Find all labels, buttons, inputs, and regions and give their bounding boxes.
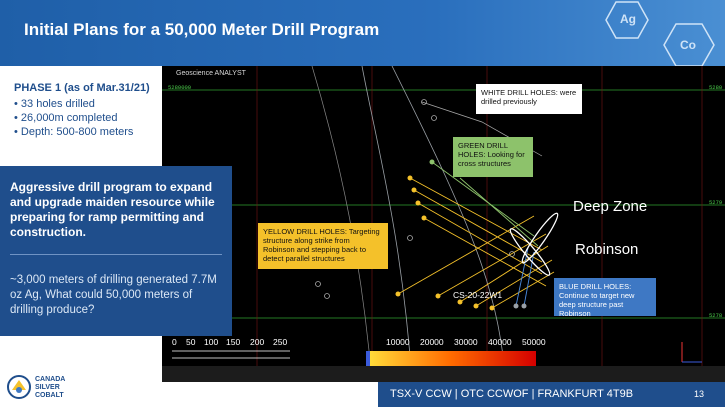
ag-hexagon-icon xyxy=(605,1,649,39)
scale-tick: 0 xyxy=(172,337,177,347)
panel-headline: Aggressive drill program to expand and u… xyxy=(10,180,215,239)
ticker-info: TSX-V CCW | OTC CCWOF | FRANKFURT 4T9B xyxy=(390,388,634,400)
hole-label: CS-20-22W1 xyxy=(453,290,503,300)
robinson-label: Robinson xyxy=(575,241,639,258)
header-banner: Initial Plans for a 50,000 Meter Drill P… xyxy=(0,0,725,67)
blue-holes-callout: BLUE DRILL HOLES: Continue to target new… xyxy=(554,278,656,318)
scale-tick: 150 xyxy=(226,337,241,347)
colorbar-tick: 40000 xyxy=(488,337,512,347)
company-logo-text: CANADA SILVER COBALT xyxy=(35,376,66,399)
grid-coordinate: 5280 xyxy=(709,84,723,91)
grid-coordinate: 5278 xyxy=(709,312,723,319)
drill-map-view[interactable]: 5280000 5280 5279 5278 Geoscience ANALYS… xyxy=(162,66,725,382)
grid-coordinate: 5279 xyxy=(709,199,723,206)
scale-tick: 100 xyxy=(204,337,219,347)
white-holes-callout: WHITE DRILL HOLES: were drilled previous… xyxy=(476,84,582,114)
phase-summary: PHASE 1 (as of Mar.31/21) • 33 holes dri… xyxy=(0,72,165,150)
green-holes-callout: GREEN DRILL HOLES: Looking for cross str… xyxy=(453,137,533,177)
deep-zone-label: Deep Zone xyxy=(573,198,648,215)
phase-item: • Depth: 500-800 meters xyxy=(14,126,134,138)
software-brand: Geoscience ANALYST xyxy=(176,70,246,77)
drill-map-canvas xyxy=(162,66,725,382)
co-label: Co xyxy=(680,38,696,52)
drill-program-panel: Aggressive drill program to expand and u… xyxy=(0,166,232,336)
phase-item: • 26,000m completed xyxy=(14,112,118,124)
company-logo-icon xyxy=(7,375,31,399)
ag-label: Ag xyxy=(620,12,636,26)
yellow-holes-callout: YELLOW DRILL HOLES: Targeting structure … xyxy=(258,223,388,269)
scale-tick: 50 xyxy=(186,337,196,347)
scale-tick: 250 xyxy=(273,337,288,347)
panel-divider xyxy=(10,254,222,255)
panel-body: ~3,000 meters of drilling generated 7.7M… xyxy=(10,274,217,316)
grid-coordinate: 5280000 xyxy=(168,84,192,91)
colorbar-tick: 50000 xyxy=(522,337,546,347)
footer-bar xyxy=(378,382,725,407)
phase-title: PHASE 1 (as of Mar.31/21) xyxy=(14,82,150,94)
colorbar-tick: 30000 xyxy=(454,337,478,347)
colorbar-tick: 20000 xyxy=(420,337,444,347)
phase-item: • 33 holes drilled xyxy=(14,98,95,110)
page-number: 13 xyxy=(694,389,705,399)
page-title: Initial Plans for a 50,000 Meter Drill P… xyxy=(24,20,380,39)
colorbar-tick: 10000 xyxy=(386,337,410,347)
scale-tick: 200 xyxy=(250,337,265,347)
